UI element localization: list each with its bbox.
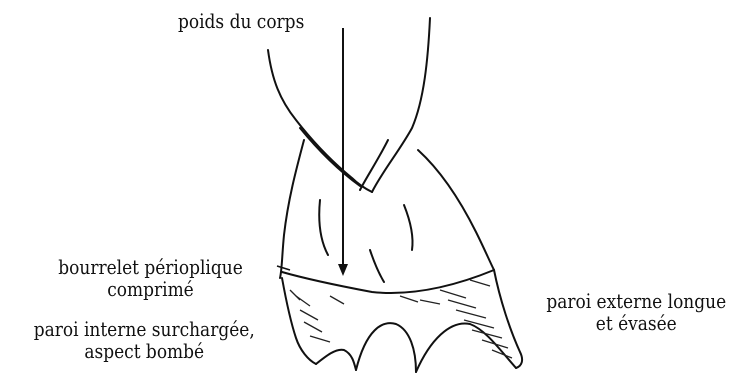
label-coronary-band: bourrelet périoplique comprimé [40,256,261,300]
body-weight-arrow [338,28,348,276]
coronary-band [282,270,494,293]
label-inner-wall-line2: aspect bombé [4,340,285,362]
sole-middle [356,323,416,372]
outer-wall [494,270,522,368]
bulb-left [319,200,328,255]
hoof-right-contour [418,150,494,270]
inner-wall [282,278,316,364]
bulb-center [370,250,384,282]
arrow-head [338,264,348,276]
hoof-left-contour [280,140,304,278]
bulb-right [404,205,413,250]
label-body-weight: poids du corps [178,10,304,32]
wall-hatching [290,280,512,358]
label-outer-wall-line2: et évasée [530,312,743,334]
label-inner-wall-line1: paroi interne surchargée, [4,318,285,340]
sole-left [316,350,356,370]
center-fold [360,140,388,190]
pastern-left-outline [268,50,372,192]
sole-right [416,323,516,372]
pastern-right-outline [372,18,430,192]
label-inner-wall: paroi interne surchargée, aspect bombé [4,318,285,362]
label-coronary-band-line2: comprimé [40,278,261,300]
label-outer-wall: paroi externe longue et évasée [530,290,743,334]
label-coronary-band-line1: bourrelet périoplique [40,256,261,278]
leader-coronary-band [277,266,290,270]
label-outer-wall-line1: paroi externe longue [530,290,743,312]
